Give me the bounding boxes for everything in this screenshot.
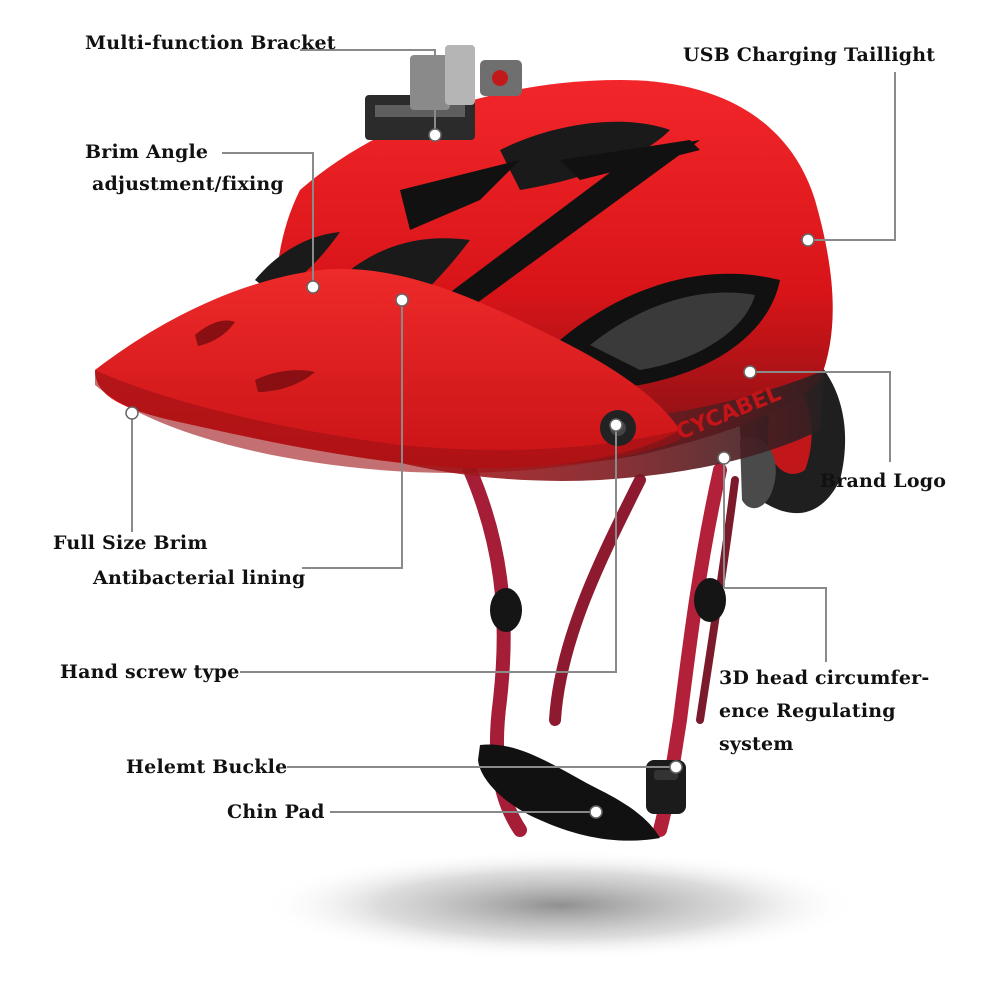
callout-brim-angle-line-1: Brim Angle bbox=[85, 141, 209, 163]
callout-head-circumference-line-1: 3D head circumfer- bbox=[719, 667, 930, 689]
callout-hand-screw-type: Hand screw type bbox=[60, 661, 240, 683]
chin-pad bbox=[478, 744, 660, 841]
callout-head-circumference-line-3: system bbox=[719, 732, 794, 755]
callout-brim-angle: Brim Angle adjustment/fixing bbox=[85, 141, 284, 197]
leader-lines bbox=[131, 49, 896, 813]
callout-dots bbox=[125, 128, 815, 819]
multi-function-bracket bbox=[365, 45, 522, 140]
callout-multi-function-bracket: Multi-function Bracket bbox=[85, 32, 336, 54]
callout-full-size-brim: Full Size Brim bbox=[53, 532, 208, 554]
callout-brand-logo: Brand Logo bbox=[820, 470, 947, 492]
callout-head-circumference-line-2: ence Regulating bbox=[719, 699, 896, 722]
callout-antibacterial-lining: Antibacterial lining bbox=[93, 567, 306, 589]
callout-usb-charging-taillight: USB Charging Taillight bbox=[683, 44, 936, 66]
callout-brim-angle-line-2: adjustment/fixing bbox=[92, 172, 284, 195]
callout-chin-pad: Chin Pad bbox=[227, 801, 325, 823]
strap-divider-right bbox=[694, 578, 726, 622]
brim-vents bbox=[195, 320, 315, 392]
callout-helmet-buckle: Helemt Buckle bbox=[126, 756, 288, 778]
shell-graphics bbox=[400, 140, 700, 330]
callout-head-circumference: 3D head circumfer- ence Regulating syste… bbox=[719, 667, 949, 756]
strap-divider-left bbox=[490, 588, 522, 632]
floor-shadow bbox=[260, 850, 860, 960]
